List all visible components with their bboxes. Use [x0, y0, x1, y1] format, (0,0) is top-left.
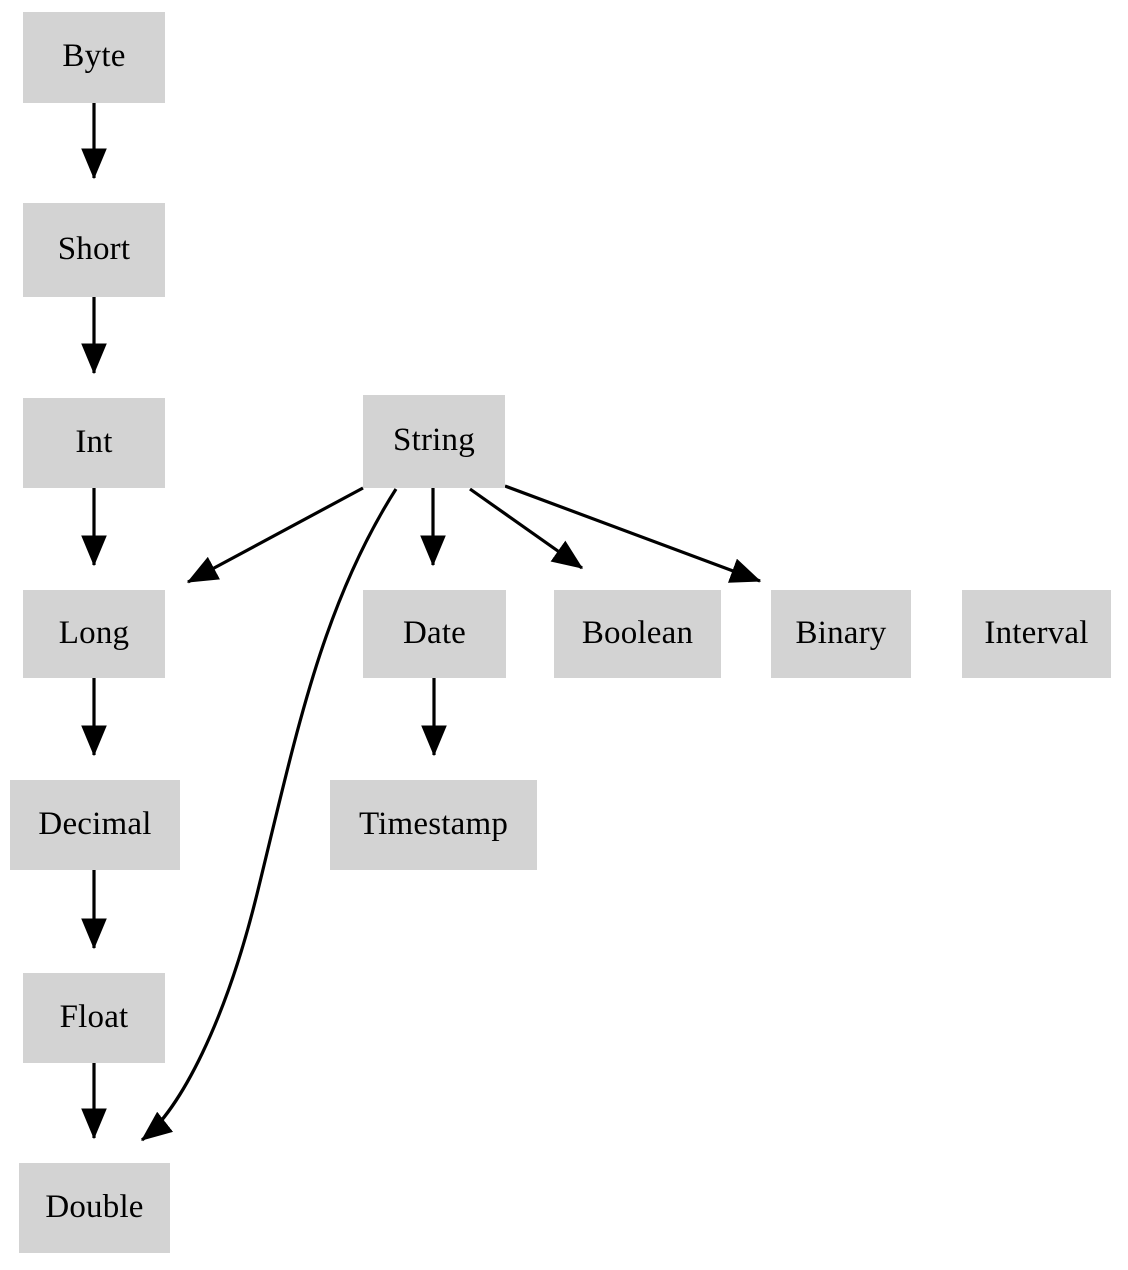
edge-string-to-binary — [504, 484, 762, 583]
node-long[interactable]: Long — [23, 590, 165, 678]
node-byte[interactable]: Byte — [23, 12, 165, 103]
node-binary-label: Binary — [795, 614, 887, 651]
node-float-label: Float — [59, 998, 129, 1035]
node-boolean-label: Boolean — [581, 614, 694, 651]
node-double[interactable]: Double — [19, 1163, 170, 1253]
edge-string-to-long — [186, 486, 364, 584]
node-date-label: Date — [402, 614, 467, 651]
node-long-label: Long — [58, 614, 130, 651]
node-boolean[interactable]: Boolean — [554, 590, 721, 678]
node-byte-label: Byte — [62, 38, 126, 74]
node-decimal-label: Decimal — [38, 805, 152, 842]
node-string-label: String — [393, 422, 475, 458]
node-decimal[interactable]: Decimal — [10, 780, 180, 870]
node-date[interactable]: Date — [363, 590, 506, 678]
node-short-label: Short — [57, 230, 131, 267]
node-binary[interactable]: Binary — [771, 590, 911, 678]
node-short[interactable]: Short — [23, 203, 165, 297]
node-int-label: Int — [75, 423, 113, 460]
node-float[interactable]: Float — [23, 973, 165, 1063]
node-double-label: Double — [45, 1188, 144, 1225]
node-interval[interactable]: Interval — [962, 590, 1111, 678]
edge-string-to-boolean — [469, 487, 584, 570]
node-timestamp[interactable]: Timestamp — [330, 780, 537, 870]
node-interval-label: Interval — [984, 614, 1089, 651]
node-int[interactable]: Int — [23, 398, 165, 488]
node-timestamp-label: Timestamp — [358, 805, 509, 842]
node-string[interactable]: String — [363, 395, 505, 488]
